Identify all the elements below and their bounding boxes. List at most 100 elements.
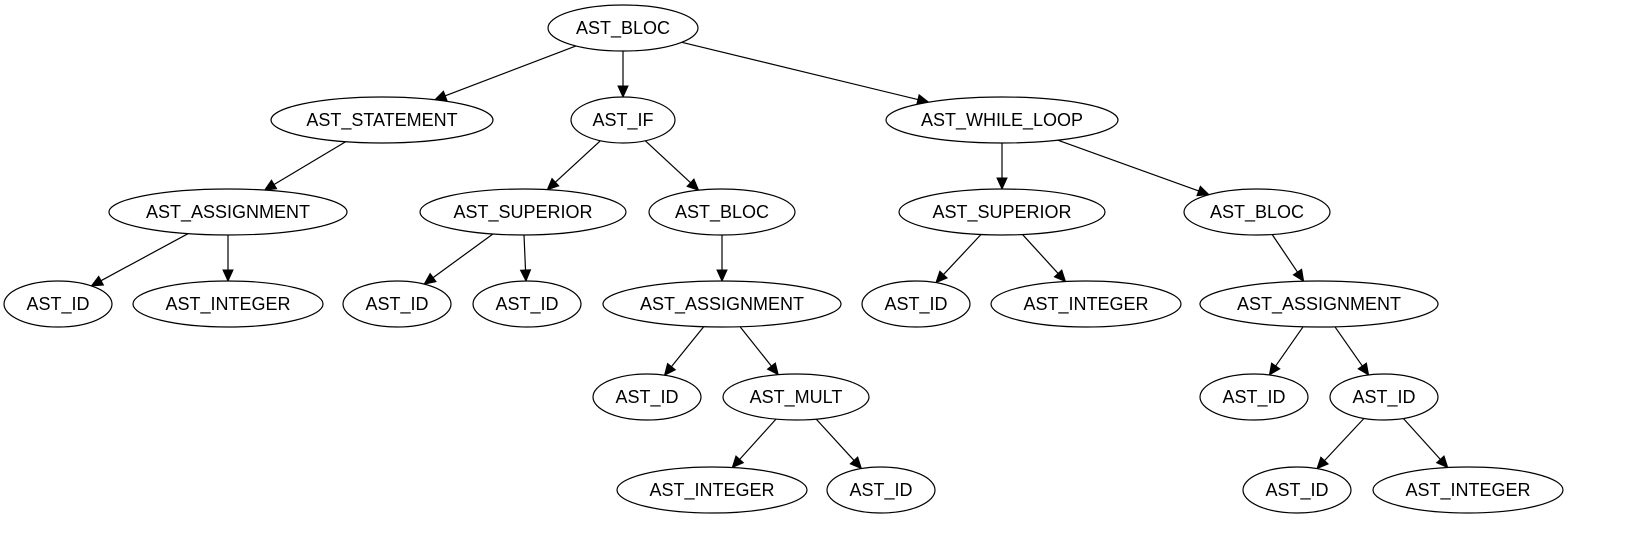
- node-label: AST_ID: [1265, 480, 1328, 501]
- node-label: AST_ASSIGNMENT: [1237, 294, 1401, 315]
- edge-n19-n23: [815, 418, 863, 470]
- edge-line: [1275, 326, 1304, 367]
- node-ellipse: [472, 280, 582, 328]
- edge-line: [1271, 234, 1298, 273]
- node-ellipse: [132, 280, 324, 328]
- edge-n14-n19: [739, 326, 780, 376]
- node-ellipse: [342, 280, 452, 328]
- arrowhead-icon: [1316, 456, 1330, 470]
- arrowhead-icon: [222, 269, 234, 283]
- tree-node: AST_ID: [1199, 373, 1309, 421]
- edge-n7-n14: [716, 235, 728, 283]
- node-ellipse: [616, 466, 808, 514]
- node-label: AST_ID: [495, 294, 558, 315]
- node-label: AST_ID: [884, 294, 947, 315]
- tree-node: AST_ID: [826, 466, 936, 514]
- edge-n21-n25: [1402, 418, 1449, 469]
- edge-line: [523, 234, 527, 271]
- edge-line: [739, 326, 772, 367]
- tree-node: AST_ID: [342, 280, 452, 328]
- tree-node: AST_ID: [3, 280, 113, 328]
- arrowhead-icon: [546, 177, 560, 191]
- node-label: AST_ASSIGNMENT: [146, 202, 310, 223]
- node-label: AST_SUPERIOR: [453, 202, 592, 223]
- edge-line: [554, 140, 601, 183]
- tree-node: AST_ID: [592, 373, 702, 421]
- tree-node: AST_SUPERIOR: [419, 188, 627, 236]
- node-label: AST_ID: [1222, 387, 1285, 408]
- node-ellipse: [270, 96, 494, 144]
- node-label: AST_ASSIGNMENT: [640, 294, 804, 315]
- node-label: AST_ID: [365, 294, 428, 315]
- tree-node: AST_BLOC: [1183, 188, 1331, 236]
- node-ellipse: [1199, 280, 1439, 328]
- edge-line: [943, 234, 982, 276]
- edge-n4-n9: [1057, 139, 1211, 197]
- arrowhead-icon: [935, 270, 949, 284]
- edge-line: [739, 418, 777, 460]
- node-ellipse: [3, 280, 113, 328]
- edge-line: [670, 326, 705, 368]
- edges-layer: [90, 41, 1449, 470]
- edge-line: [1334, 326, 1363, 367]
- edge-n1-n2: [433, 45, 577, 102]
- node-label: AST_IF: [592, 110, 653, 131]
- edge-line: [815, 418, 855, 461]
- edge-line: [445, 45, 577, 97]
- tree-node: AST_INTEGER: [132, 280, 324, 328]
- edge-n8-n15: [935, 234, 982, 284]
- edge-n3-n7: [644, 140, 700, 192]
- arrowhead-icon: [1268, 362, 1281, 376]
- edge-n21-n24: [1316, 417, 1365, 470]
- arrowhead-icon: [423, 272, 437, 285]
- arrowhead-icon: [90, 275, 105, 287]
- node-label: AST_INTEGER: [649, 480, 774, 501]
- node-label: AST_SUPERIOR: [932, 202, 1071, 223]
- tree-node: AST_STATEMENT: [270, 96, 494, 144]
- arrowhead-icon: [617, 85, 629, 99]
- node-label: AST_BLOC: [576, 18, 670, 39]
- arrowhead-icon: [519, 269, 532, 283]
- edge-n8-n16: [1022, 234, 1067, 283]
- edge-line: [1402, 418, 1441, 460]
- tree-node: AST_MULT: [722, 373, 870, 421]
- node-label: AST_ID: [615, 387, 678, 408]
- tree-node: AST_ASSIGNMENT: [602, 280, 842, 328]
- tree-node: AST_ID: [472, 280, 582, 328]
- tree-node: AST_ID: [861, 280, 971, 328]
- edge-n6-n13: [519, 234, 532, 283]
- node-label: AST_ID: [26, 294, 89, 315]
- arrowhead-icon: [1357, 362, 1370, 376]
- tree-node: AST_BLOC: [648, 188, 796, 236]
- tree-node: AST_ID: [1242, 466, 1352, 514]
- node-label: AST_ID: [849, 480, 912, 501]
- tree-node: AST_INTEGER: [1372, 466, 1564, 514]
- edge-n3-n6: [546, 140, 601, 191]
- arrowhead-icon: [663, 362, 677, 377]
- node-ellipse: [648, 188, 796, 236]
- node-ellipse: [898, 188, 1106, 236]
- edge-n14-n18: [663, 326, 705, 377]
- edge-n2-n5: [263, 141, 346, 191]
- node-ellipse: [547, 4, 699, 52]
- node-ellipse: [1183, 188, 1331, 236]
- tree-node: AST_INTEGER: [990, 280, 1182, 328]
- node-ellipse: [1329, 373, 1439, 421]
- edge-line: [644, 140, 691, 184]
- arrowhead-icon: [263, 179, 278, 191]
- node-ellipse: [826, 466, 936, 514]
- arrowhead-icon: [1196, 185, 1211, 197]
- node-ellipse: [861, 280, 971, 328]
- arrowhead-icon: [849, 456, 863, 470]
- edge-line: [1057, 139, 1199, 192]
- node-label: AST_MULT: [750, 387, 843, 408]
- node-ellipse: [1372, 466, 1564, 514]
- node-ellipse: [592, 373, 702, 421]
- arrowhead-icon: [996, 177, 1008, 191]
- tree-node: AST_IF: [570, 96, 676, 144]
- tree-node: AST_BLOC: [547, 4, 699, 52]
- arrowhead-icon: [1435, 455, 1449, 469]
- edge-line: [273, 141, 346, 185]
